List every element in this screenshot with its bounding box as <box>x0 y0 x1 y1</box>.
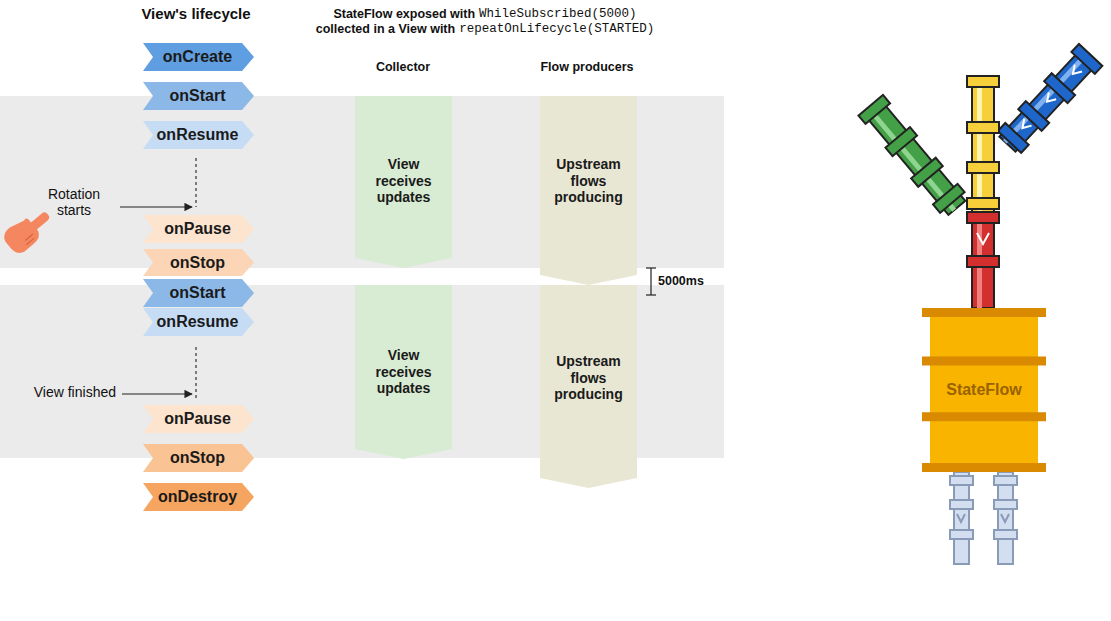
pointing-hand <box>0 203 56 257</box>
block-label: StateFlow <box>946 381 1022 400</box>
lifecycle-tag: onDestroy <box>143 483 254 511</box>
lifecycle-label: onStop <box>170 255 225 271</box>
lifecycle-label: onResume <box>157 127 239 143</box>
node-outline <box>143 43 254 71</box>
leader-arrow <box>120 206 192 207</box>
node-outline <box>540 285 637 488</box>
lifecycle-tag: onStop <box>143 444 254 472</box>
column-header: Collector <box>376 60 430 74</box>
node-outline <box>143 444 254 472</box>
collector-block: View receives updates <box>355 96 452 268</box>
lifecycle-label: onPause <box>164 411 231 427</box>
node-outline <box>143 82 254 110</box>
lifecycle-tag: onResume <box>143 308 254 336</box>
node-outline <box>540 96 637 285</box>
barrel-band <box>922 308 1046 317</box>
lifecycle-label: onStop <box>170 450 225 466</box>
node-outline <box>143 215 254 243</box>
duration-label: 5000ms <box>658 274 704 288</box>
blue-pipe <box>996 44 1103 155</box>
lifecycle-label: onCreate <box>163 49 232 65</box>
red-pipe <box>967 212 999 308</box>
lifecycle-tag: onResume <box>143 121 254 149</box>
dashed-line <box>195 158 196 207</box>
producer-block: Upstream flows producing <box>540 96 637 285</box>
node-outline <box>143 121 254 149</box>
node-outline <box>143 483 254 511</box>
output-pipe <box>950 472 973 564</box>
node-outline <box>355 285 452 459</box>
yellow-pipe <box>967 76 999 218</box>
lifecycle-tag: onStart <box>143 279 254 307</box>
annotation: View finished <box>34 384 116 400</box>
green-pipe <box>858 95 969 218</box>
lifecycle-tag: onStop <box>143 249 254 276</box>
block-label: View receives updates <box>361 156 446 205</box>
barrel-band <box>922 463 1046 472</box>
lifecycle-label: onDestroy <box>158 489 237 505</box>
chart-title: StateFlow exposed with <box>333 7 475 21</box>
annotation: Rotation starts <box>34 186 114 218</box>
code-text: WhileSubscribed(5000) <box>479 7 637 21</box>
collector-block: View receives updates <box>355 285 452 459</box>
time-bracket <box>646 268 656 295</box>
lifecycle-tag: onPause <box>143 215 254 243</box>
node-outline <box>143 308 254 336</box>
stateflow-barrel: StateFlow <box>922 308 1046 472</box>
column-header: Flow producers <box>540 60 633 74</box>
node-outline <box>355 96 452 268</box>
node-outline <box>143 249 254 276</box>
lifecycle-tag: onStart <box>143 82 254 110</box>
node-outline <box>143 405 254 433</box>
barrel-body <box>930 314 1038 466</box>
lifecycle-label: onPause <box>164 221 231 237</box>
node-outline <box>143 279 254 307</box>
lifecycle-label: onStart <box>170 285 226 301</box>
barrel-band <box>922 412 1046 421</box>
producer-block: Upstream flows producing <box>540 285 637 488</box>
block-label: Upstream flows producing <box>546 156 631 205</box>
leader-arrow <box>122 393 192 394</box>
lifecycle-label: onStart <box>170 88 226 104</box>
lifecycle-label: onResume <box>157 314 239 330</box>
barrel-band <box>922 356 1046 365</box>
lifecycle-tag: onCreate <box>143 43 254 71</box>
code-text: repeatOnLifecycle(STARTED) <box>459 22 654 36</box>
lifecycle-tag: onPause <box>143 405 254 433</box>
output-pipe <box>994 472 1017 564</box>
block-label: View receives updates <box>361 347 446 396</box>
chart-title: collected in a View with <box>316 22 455 36</box>
dashed-line <box>195 347 196 398</box>
block-label: Upstream flows producing <box>546 353 631 402</box>
column-header: View's lifecycle <box>141 5 250 22</box>
